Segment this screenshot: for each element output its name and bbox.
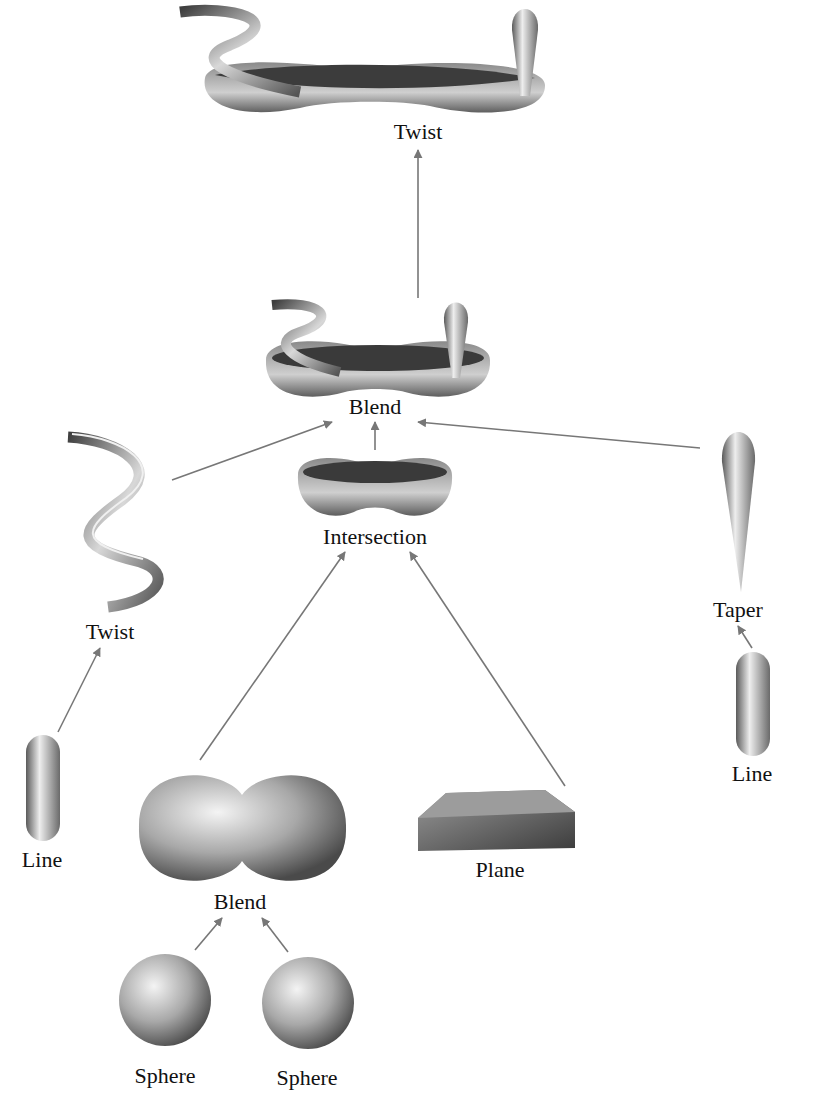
csg-node: Plane (410, 786, 582, 886)
arrow-connector (172, 422, 332, 480)
operation-label: Twist (394, 120, 443, 144)
line-capsule (26, 735, 60, 841)
bowl-top (303, 461, 447, 483)
csg-node: Twist (170, 0, 550, 150)
operation-label: Plane (476, 858, 525, 882)
plane-slab (418, 790, 575, 851)
csg-node: Blend (262, 298, 494, 422)
csg-node: Twist (52, 428, 172, 648)
blend-peg (444, 303, 468, 379)
twist-highlight (72, 434, 143, 559)
operation-label: Blend (214, 890, 267, 914)
csg-node: Sphere (110, 950, 222, 1094)
operation-label: Sphere (276, 1066, 337, 1090)
arrow-connector (738, 626, 752, 648)
csg-node: Line (720, 648, 786, 790)
line-capsule (736, 652, 770, 756)
arrow-connector (195, 918, 222, 950)
operation-label: Taper (713, 598, 763, 622)
blend-shape (139, 775, 346, 881)
csg-node: Sphere (250, 952, 366, 1096)
sphere (262, 957, 354, 1049)
csg-node: Intersection (292, 450, 458, 552)
arrow-connector (418, 422, 700, 448)
intersection-bowl (298, 458, 452, 516)
arrow-connector (417, 150, 419, 298)
sphere (119, 954, 211, 1046)
taper-shape (722, 432, 755, 592)
operation-label: Intersection (323, 525, 427, 549)
blend-ribbon (272, 304, 340, 372)
plane-top (418, 790, 575, 818)
csg-node: Taper (700, 420, 780, 626)
csg-node: Line (8, 732, 82, 878)
operation-label: Line (22, 848, 62, 872)
arrow-connector (200, 552, 345, 760)
csg-node: Blend (134, 760, 352, 918)
arrow-connector (262, 918, 288, 952)
twist-ribbon (68, 437, 158, 607)
twist-peg (512, 9, 538, 96)
operation-label: Twist (86, 620, 135, 644)
twist-bowl (205, 62, 545, 112)
arrow-connector (410, 552, 565, 786)
operation-label: Blend (349, 395, 402, 419)
twist-ribbon (180, 10, 300, 92)
operation-label: Line (732, 762, 772, 786)
arrow-connector (58, 648, 100, 732)
operation-label: Sphere (134, 1064, 195, 1088)
arrow-connector (374, 422, 376, 450)
